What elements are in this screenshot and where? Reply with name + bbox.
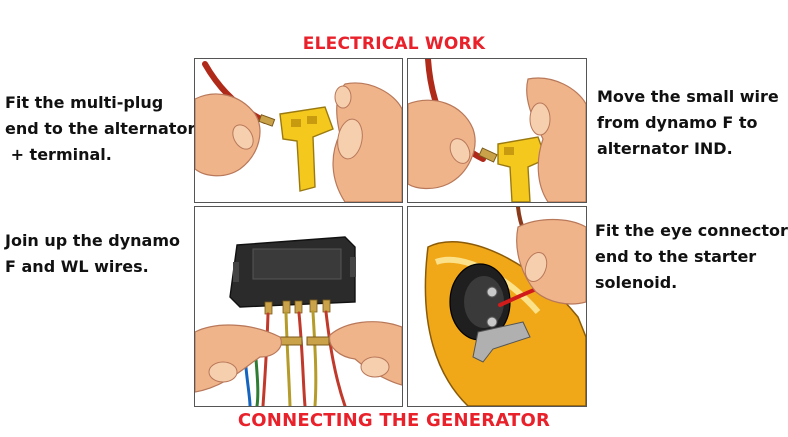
step-2-line-1: Move the small wire bbox=[597, 87, 779, 106]
dynamo-wires-illustration bbox=[195, 207, 402, 406]
step-4-line-3: solenoid. bbox=[595, 273, 678, 292]
step-3-line-1: Join up the dynamo bbox=[5, 231, 180, 250]
step-3-caption: Join up the dynamo F and WL wires. bbox=[5, 228, 180, 280]
step-3-line-2: F and WL wires. bbox=[5, 257, 149, 276]
step-1-caption: Fit the multi-plug end to the alternator… bbox=[5, 90, 195, 168]
small-wire-illustration bbox=[408, 59, 586, 202]
step-1-illustration bbox=[194, 58, 403, 203]
step-4-caption: Fit the eye connector end to the starter… bbox=[595, 218, 788, 296]
step-4-line-2: end to the starter bbox=[595, 247, 757, 266]
step-2-line-3: alternator IND. bbox=[597, 139, 733, 158]
starter-solenoid-illustration bbox=[408, 207, 586, 406]
step-2-caption: Move the small wire from dynamo F to alt… bbox=[597, 84, 779, 162]
step-3-illustration bbox=[194, 206, 403, 407]
multi-plug-illustration bbox=[195, 59, 402, 202]
step-1-line-2: end to the alternator bbox=[5, 119, 196, 138]
step-4-illustration bbox=[407, 206, 587, 407]
footer-title: CONNECTING THE GENERATOR bbox=[237, 410, 551, 431]
step-2-line-2: from dynamo F to bbox=[597, 113, 758, 132]
step-1-line-1: Fit the multi-plug bbox=[5, 93, 164, 112]
step-2-illustration bbox=[407, 58, 587, 203]
step-4-line-1: Fit the eye connector bbox=[595, 221, 788, 240]
page-title: ELECTRICAL WORK bbox=[302, 34, 486, 54]
step-1-line-3: + terminal. bbox=[5, 145, 112, 164]
